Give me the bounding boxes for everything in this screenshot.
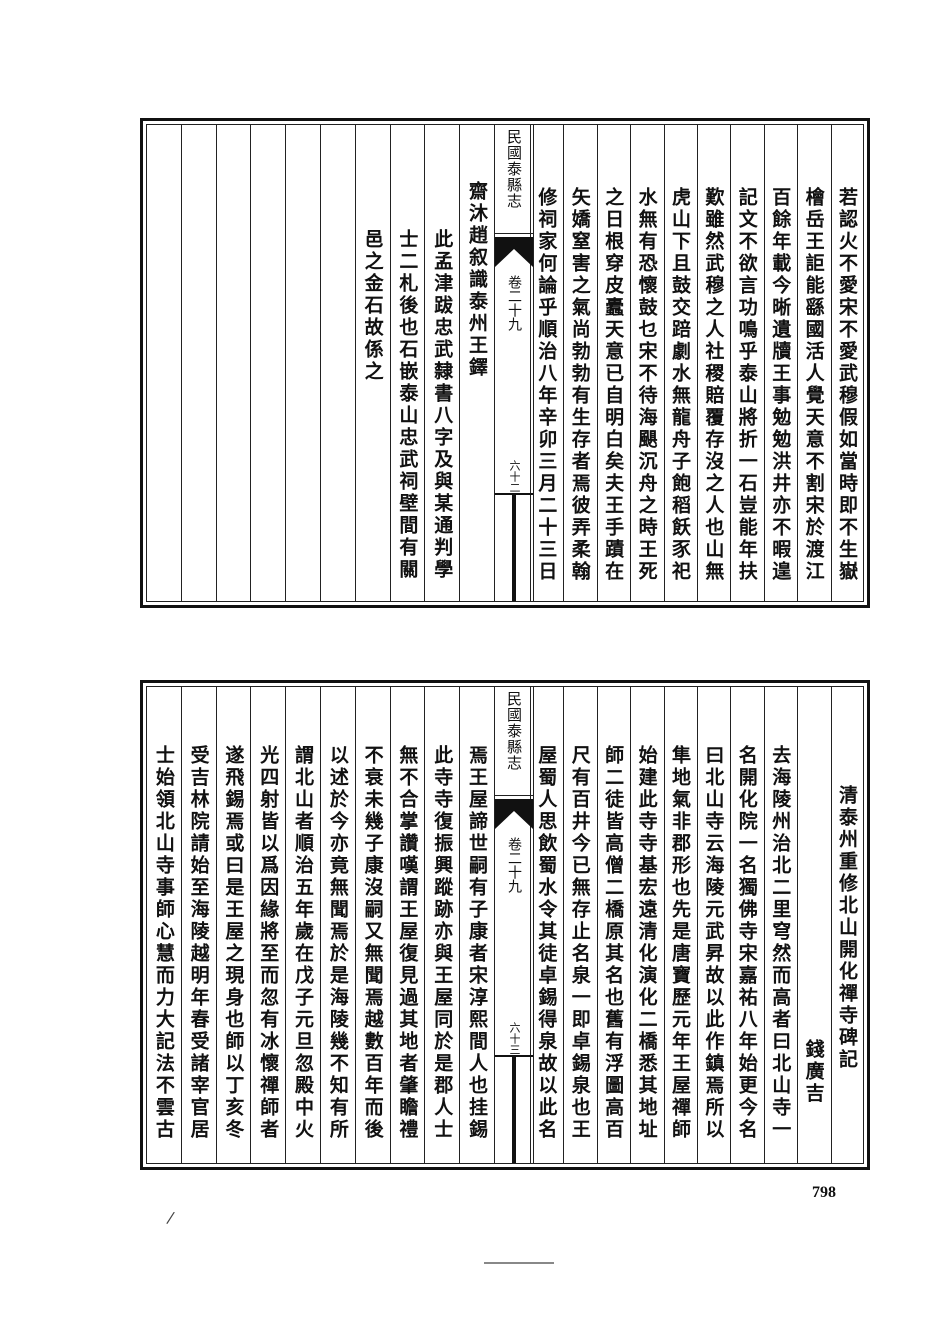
scan-artifact bbox=[484, 1262, 554, 1264]
lower-fishtail-rule bbox=[495, 1055, 533, 1163]
book-title: 民國泰縣志 bbox=[495, 129, 533, 234]
text-column: 檜岳王詎能繇國活人覺天意不割宋於渡江 bbox=[797, 125, 830, 601]
leaf-number: 六十二 bbox=[508, 460, 521, 493]
column-text: 邑之金石故係之 bbox=[361, 229, 384, 383]
column-text: 百餘年載今晰遺牘王事勉勉洪井亦不暇遑 bbox=[769, 187, 792, 583]
column-text: 尺有百井今已無存止名泉一即卓錫泉也王 bbox=[568, 745, 591, 1141]
left-half-columns: 焉王屋諦世嗣有子康者宋淳熙間人也挂錫此寺寺復振興蹤跡亦與王屋同於是郡人士無不合掌… bbox=[146, 687, 494, 1163]
text-column: 受吉林院請始至海陵越明年春受諸宰官居 bbox=[180, 687, 216, 1163]
text-column: 水無有恐懷鼓乜宋不待海颶沉舟之時王死 bbox=[630, 125, 663, 601]
text-column: 齋沐趙叙識泰州王鐸 bbox=[459, 125, 494, 601]
column-text: 此孟津跋忠武隸書八字及與某通判學 bbox=[431, 229, 454, 581]
column-text: 名開化院一名獨佛寺宋嘉祐八年始更今名 bbox=[735, 745, 758, 1141]
text-column: 曰北山寺云海陵元武昇故以此作鎮焉所以 bbox=[696, 687, 730, 1163]
text-column bbox=[250, 125, 285, 601]
text-column bbox=[320, 125, 355, 601]
column-text: 隼地氣非郡形也先是唐寶歷元年王屋禪師 bbox=[668, 745, 691, 1141]
column-text: 受吉林院請始至海陵越明年春受諸宰官居 bbox=[187, 745, 210, 1141]
text-column: 去海陵州治北二里穹然而高者曰北山寺一 bbox=[763, 687, 797, 1163]
column-text: 曰北山寺云海陵元武昇故以此作鎮焉所以 bbox=[702, 745, 725, 1141]
column-text: 修祠家何論乎順治八年辛卯三月二十三日 bbox=[535, 187, 558, 583]
column-text: 此寺寺復振興蹤跡亦與王屋同於是郡人士 bbox=[431, 745, 454, 1141]
column-text: 虎山下且鼓交踣劇水無龍舟子飽稻飫豕祀 bbox=[668, 187, 691, 583]
text-column: 師二徒皆高僧二橋原其名也舊有浮圖高百 bbox=[596, 687, 630, 1163]
center-fold: 民國泰縣志卷二十九六十三 bbox=[494, 687, 534, 1163]
text-column bbox=[215, 125, 251, 601]
text-column: 清泰州重修北山開化禪寺碑記 bbox=[830, 687, 864, 1163]
text-column bbox=[285, 125, 320, 601]
lower-fishtail-rule bbox=[495, 493, 533, 601]
text-column: 若認火不愛宋不愛武穆假如當時即不生嶽 bbox=[830, 125, 864, 601]
text-column: 士二札後也石嵌泰山忠武祠壁間有關 bbox=[389, 125, 425, 601]
text-column: 隼地氣非郡形也先是唐寶歷元年王屋禪師 bbox=[663, 687, 697, 1163]
column-text: 遂飛錫焉或曰是王屋之現身也師以丁亥冬 bbox=[222, 745, 245, 1141]
text-column: 百餘年載今晰遺牘王事勉勉洪井亦不暇遑 bbox=[763, 125, 797, 601]
fishtail-mark-icon bbox=[495, 237, 533, 267]
column-text: 屋蜀人思飲蜀水令其徒卓錫得泉故以此名 bbox=[535, 745, 558, 1141]
text-column: 屋蜀人思飲蜀水令其徒卓錫得泉故以此名 bbox=[529, 687, 563, 1163]
text-column: 謂北山者順治五年歲在戊子元旦忽殿中火 bbox=[285, 687, 320, 1163]
leaf-number: 六十三 bbox=[508, 1022, 521, 1055]
text-column bbox=[180, 125, 216, 601]
text-column: 錢廣吉 bbox=[797, 687, 830, 1163]
column-text: 謂北山者順治五年歲在戊子元旦忽殿中火 bbox=[292, 745, 315, 1141]
column-text: 去海陵州治北二里穹然而高者曰北山寺一 bbox=[769, 745, 792, 1141]
column-text: 檜岳王詎能繇國活人覺天意不割宋於渡江 bbox=[802, 187, 825, 583]
fishtail-mark-icon bbox=[495, 799, 533, 829]
text-column: 矢嬌窒害之氣尚勃勃有生存者焉彼弄柔翰 bbox=[563, 125, 596, 601]
column-text: 矢嬌窒害之氣尚勃勃有生存者焉彼弄柔翰 bbox=[568, 187, 591, 583]
text-column: 修祠家何論乎順治八年辛卯三月二十三日 bbox=[529, 125, 563, 601]
page-number: 798 bbox=[812, 1184, 836, 1201]
column-text: 之日根穿皮蠹天意已自明白矣夫王手蹟在 bbox=[602, 187, 625, 583]
column-text: 不衰未幾子康沒嗣又無聞焉越數百年而後 bbox=[361, 745, 384, 1141]
text-column: 此孟津跋忠武隸書八字及與某通判學 bbox=[424, 125, 459, 601]
text-column: 無不合掌讚嘆謂王屋復見過其地者肇瞻禮 bbox=[389, 687, 425, 1163]
text-column: 不衰未幾子康沒嗣又無聞焉越數百年而後 bbox=[354, 687, 390, 1163]
column-text: 師二徒皆高僧二橋原其名也舊有浮圖高百 bbox=[602, 745, 625, 1141]
column-text: 記文不欲言功鳴乎泰山將折一石豈能年扶 bbox=[735, 187, 758, 583]
column-text: 焉王屋諦世嗣有子康者宋淳熙間人也挂錫 bbox=[466, 745, 488, 1141]
column-text: 水無有恐懷鼓乜宋不待海颶沉舟之時王死 bbox=[635, 187, 658, 583]
text-column: 尺有百井今已無存止名泉一即卓錫泉也王 bbox=[563, 687, 596, 1163]
column-text: 齋沐趙叙識泰州王鐸 bbox=[466, 181, 488, 379]
right-half-columns: 若認火不愛宋不愛武穆假如當時即不生嶽檜岳王詎能繇國活人覺天意不割宋於渡江百餘年載… bbox=[529, 125, 864, 601]
text-column: 虎山下且鼓交踣劇水無龍舟子飽稻飫豕祀 bbox=[663, 125, 697, 601]
book-title: 民國泰縣志 bbox=[495, 691, 533, 796]
text-column: 此寺寺復振興蹤跡亦與王屋同於是郡人士 bbox=[424, 687, 459, 1163]
text-column: 以述於今亦竟無聞焉於是海陵幾不知有所 bbox=[320, 687, 355, 1163]
author-name: 錢廣吉 bbox=[802, 1039, 825, 1105]
article-title: 清泰州重修北山開化禪寺碑記 bbox=[836, 785, 858, 1071]
column-text: 若認火不愛宋不愛武穆假如當時即不生嶽 bbox=[836, 187, 858, 583]
text-column: 歎雖然武穆之人社稷賠覆存沒之人也山無 bbox=[696, 125, 730, 601]
text-column: 之日根穿皮蠹天意已自明白矣夫王手蹟在 bbox=[596, 125, 630, 601]
right-half-columns: 清泰州重修北山開化禪寺碑記錢廣吉去海陵州治北二里穹然而高者曰北山寺一名開化院一名… bbox=[529, 687, 864, 1163]
book-page-lower: 清泰州重修北山開化禪寺碑記錢廣吉去海陵州治北二里穹然而高者曰北山寺一名開化院一名… bbox=[140, 680, 870, 1170]
column-text: 光四射皆以爲因緣將至而忽有冰懷禪師者 bbox=[257, 745, 280, 1141]
text-column: 士始領北山寺事師心慧而力大記法不雲古 bbox=[146, 687, 181, 1163]
column-text: 無不合掌讚嘆謂王屋復見過其地者肇瞻禮 bbox=[396, 745, 419, 1141]
book-page-upper: 若認火不愛宋不愛武穆假如當時即不生嶽檜岳王詎能繇國活人覺天意不割宋於渡江百餘年載… bbox=[140, 118, 870, 608]
text-column: 記文不欲言功鳴乎泰山將折一石豈能年扶 bbox=[730, 125, 763, 601]
text-column: 焉王屋諦世嗣有子康者宋淳熙間人也挂錫 bbox=[459, 687, 494, 1163]
column-text: 以述於今亦竟無聞焉於是海陵幾不知有所 bbox=[326, 745, 349, 1141]
left-half-columns: 齋沐趙叙識泰州王鐸此孟津跋忠武隸書八字及與某通判學士二札後也石嵌泰山忠武祠壁間有… bbox=[146, 125, 494, 601]
text-column: 邑之金石故係之 bbox=[354, 125, 390, 601]
text-column: 遂飛錫焉或曰是王屋之現身也師以丁亥冬 bbox=[215, 687, 251, 1163]
column-text: 士二札後也石嵌泰山忠武祠壁間有關 bbox=[396, 229, 419, 581]
volume-label: 卷二十九 bbox=[506, 275, 522, 331]
center-fold: 民國泰縣志卷二十九六十二 bbox=[494, 125, 534, 601]
column-text: 始建此寺寺基宏遠清化演化二橋悉其地址 bbox=[635, 745, 658, 1141]
column-text: 歎雖然武穆之人社稷賠覆存沒之人也山無 bbox=[702, 187, 725, 583]
text-column bbox=[146, 125, 181, 601]
text-column: 始建此寺寺基宏遠清化演化二橋悉其地址 bbox=[630, 687, 663, 1163]
stray-mark: / bbox=[165, 1207, 176, 1228]
text-column: 光四射皆以爲因緣將至而忽有冰懷禪師者 bbox=[250, 687, 285, 1163]
column-text: 士始領北山寺事師心慧而力大記法不雲古 bbox=[152, 745, 175, 1141]
volume-label: 卷二十九 bbox=[506, 837, 522, 893]
text-column: 名開化院一名獨佛寺宋嘉祐八年始更今名 bbox=[730, 687, 763, 1163]
